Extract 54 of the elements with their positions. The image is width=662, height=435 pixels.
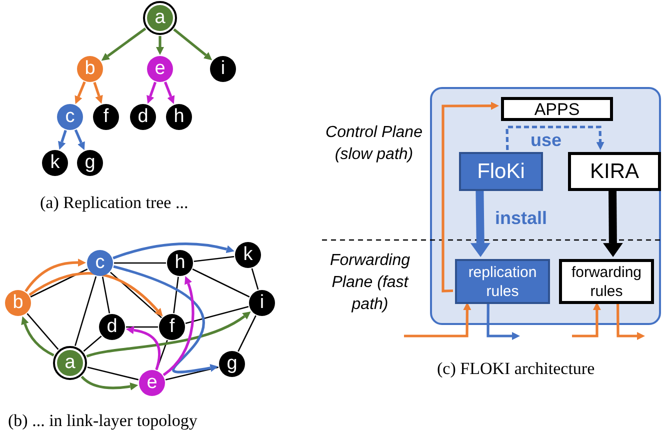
arrow [80,376,138,390]
arrow [126,326,161,370]
arrow [606,188,620,257]
arrow [486,302,520,340]
arrow [156,36,164,55]
arrow [164,82,175,104]
arrow [21,316,54,356]
link-line [192,268,250,298]
arrow [404,302,472,338]
arrow [101,28,146,61]
arrow [58,130,67,150]
plane-label: Forwarding Plane (fast path) [328,251,412,315]
plane-label: Control Plane (slow path) [324,123,424,165]
arrow [442,102,499,292]
apps-box: APPS [501,97,613,121]
link-line [110,272,162,318]
link-line [26,313,59,350]
link-line [30,268,88,298]
link-line [194,256,234,262]
process-box: KIRA [568,152,661,191]
link-line [102,276,110,314]
link-line [173,276,179,314]
arrow [74,129,85,150]
arrow [93,82,103,104]
arrow [112,242,235,260]
arrow [162,276,194,376]
link-line [165,366,219,380]
arrow [616,302,645,340]
arrow [473,188,488,257]
dashed-arrow [506,126,604,150]
arrow [86,312,252,358]
figure-caption: (c) FLOKI architecture [437,358,595,380]
arrow [173,28,212,60]
arrow [113,265,218,374]
arrow [146,82,157,104]
arrow [28,272,164,316]
link-line [126,326,158,328]
arrow [572,302,601,338]
link-line [74,276,97,346]
edge-label: install [493,209,549,227]
link-line [114,262,166,264]
link-line [87,366,139,380]
link-line [185,306,249,324]
arrow [24,258,86,292]
arrow [74,81,86,104]
rules-box: replication rules [455,259,550,304]
figure-caption: (b) ... in link-layer topology [8,410,198,432]
architecture-panel [430,87,661,325]
link-line [251,268,259,290]
rules-box: forwarding rules [559,259,654,304]
link-line [83,336,102,352]
process-box: FloKi [459,152,543,191]
link-line [238,315,256,352]
figure-caption: (a) Replication tree ... [40,192,188,214]
